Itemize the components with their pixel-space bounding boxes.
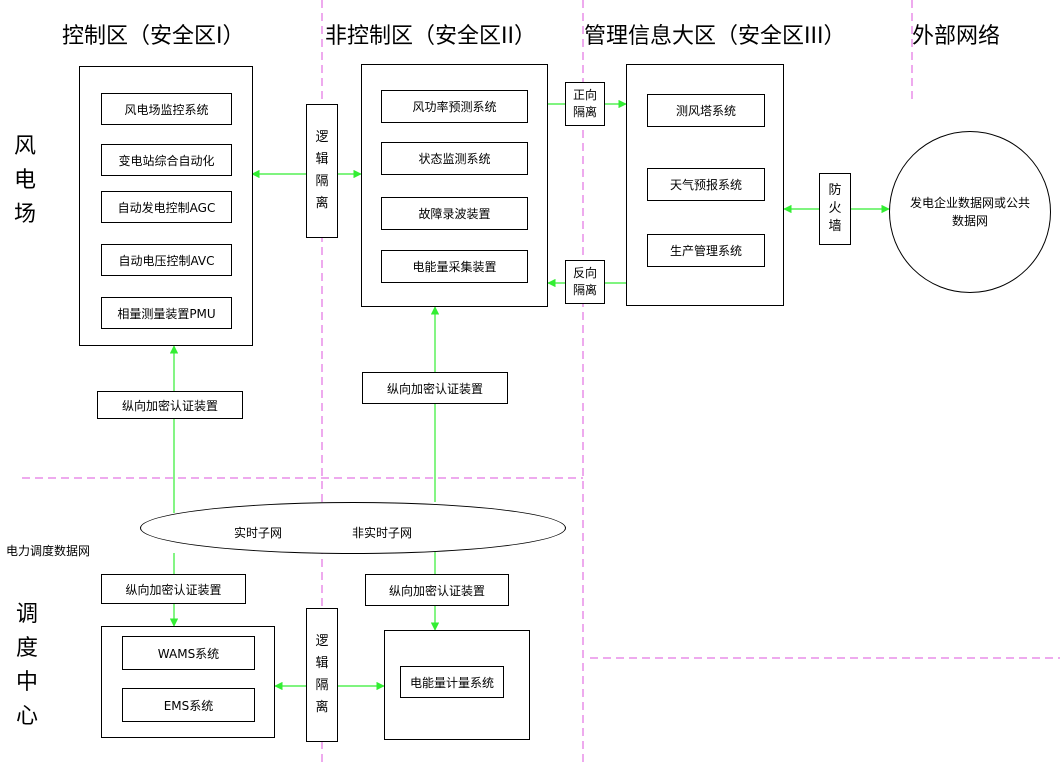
forward-isolation-label: 正向隔离 [572, 88, 597, 119]
external-network-circle: 发电企业数据网或公共数据网 [889, 131, 1051, 293]
production-management-system: 生产管理系统 [647, 234, 765, 267]
auth-device-zone2-farm: 纵向加密认证装置 [362, 372, 508, 404]
firewall-label: 防火墙 [828, 183, 842, 234]
substation-automation: 变电站综合自动化 [101, 144, 232, 176]
pmu-device: 相量测量装置PMU [101, 297, 232, 329]
zone-dividers [22, 0, 1060, 764]
avc-system: 自动电压控制AVC [101, 244, 232, 276]
power-dispatch-network-label: 电力调度数据网 [6, 544, 91, 558]
logical-isolation-bottom-label: 逻辑隔离 [315, 634, 329, 715]
reverse-isolation: 反向隔离 [565, 260, 605, 304]
zone-title-external: 外部网络 [912, 24, 1001, 49]
realtime-subnet-label: 实时子网 [234, 526, 283, 540]
auth-device-zone2-dispatch: 纵向加密认证装置 [365, 574, 509, 606]
reverse-isolation-label: 反向隔离 [572, 266, 597, 297]
condition-monitoring-system: 状态监测系统 [381, 142, 528, 175]
ems-system: EMS系统 [122, 688, 255, 722]
zone-title-management: 管理信息大区（安全区III） [584, 24, 846, 49]
firewall: 防火墙 [819, 173, 851, 245]
wind-farm-monitoring-system: 风电场监控系统 [101, 93, 232, 125]
zone-title-non-control: 非控制区（安全区II） [325, 24, 536, 49]
non-realtime-subnet-label: 非实时子网 [352, 526, 413, 540]
logical-isolation-top-label: 逻辑隔离 [315, 130, 329, 211]
wams-system: WAMS系统 [122, 636, 255, 670]
side-label-dispatch-center: 调度中心 [15, 602, 38, 729]
dispatch-network-ellipse [140, 502, 566, 554]
logical-isolation-top: 逻辑隔离 [306, 104, 338, 238]
energy-collection-device: 电能量采集装置 [381, 250, 528, 283]
wind-tower-system: 测风塔系统 [647, 94, 765, 127]
wind-power-forecast-system: 风功率预测系统 [381, 90, 528, 123]
external-network-label: 发电企业数据网或公共数据网 [910, 196, 1031, 228]
connectors [169, 99, 890, 691]
auth-device-zone1-dispatch: 纵向加密认证装置 [101, 574, 246, 604]
agc-system: 自动发电控制AGC [101, 191, 232, 223]
logical-isolation-bottom: 逻辑隔离 [306, 608, 338, 742]
zone-title-control: 控制区（安全区I） [62, 24, 245, 49]
fault-recorder-device: 故障录波装置 [381, 197, 528, 230]
forward-isolation: 正向隔离 [565, 82, 605, 126]
auth-device-zone1-farm: 纵向加密认证装置 [97, 391, 243, 419]
weather-forecast-system: 天气预报系统 [647, 168, 765, 201]
side-label-wind-farm: 风电场 [13, 134, 36, 227]
energy-metering-system: 电能量计量系统 [400, 666, 504, 698]
